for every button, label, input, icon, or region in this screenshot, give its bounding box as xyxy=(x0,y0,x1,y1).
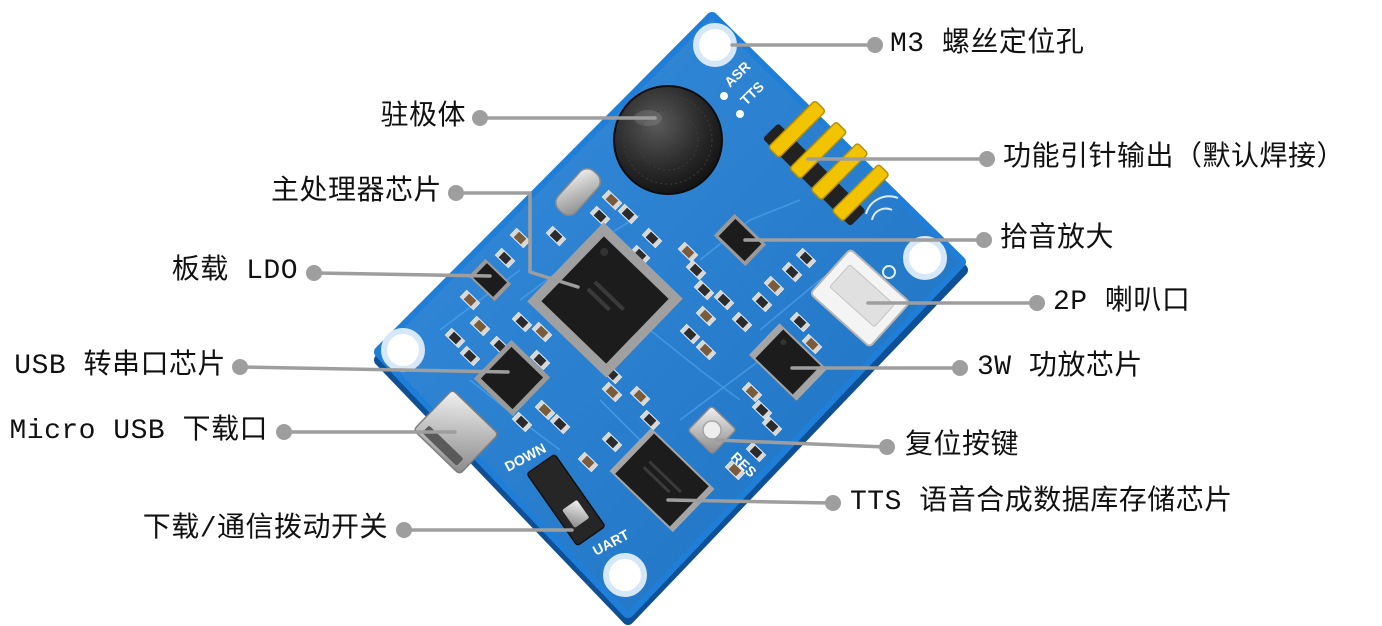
smd-component xyxy=(601,381,623,403)
smd-component xyxy=(509,227,531,249)
smd-component xyxy=(677,241,699,263)
leader-line-reset xyxy=(714,438,887,449)
smd-component xyxy=(601,431,623,453)
smd-component xyxy=(731,311,753,333)
label-mic-amp: 拾音放大 xyxy=(1000,224,1115,255)
label-mode-switch: 下载/通信拨动开关 xyxy=(142,514,388,545)
label-onboard-ldo: 板载 LDO xyxy=(171,256,298,287)
mode-switch xyxy=(527,454,605,546)
leader-dot-main-processor xyxy=(448,185,464,201)
leader-dot-mode-switch xyxy=(396,522,412,538)
label-mounting-hole: M3 螺丝定位孔 xyxy=(890,29,1085,60)
main-processor-chip xyxy=(527,222,683,378)
power-amp-chip xyxy=(748,323,828,401)
smd-component xyxy=(781,261,803,283)
smd-component xyxy=(534,399,556,421)
smd-component xyxy=(695,339,717,361)
leader-dot-tts-flash xyxy=(825,495,841,511)
mounting-hole xyxy=(603,553,647,597)
leader-line-usb-serial xyxy=(238,365,510,374)
smd-component xyxy=(617,203,639,225)
leader-dot-usb-serial xyxy=(232,359,248,375)
mounting-hole xyxy=(381,328,425,372)
header-pin xyxy=(790,122,847,179)
flash-chip xyxy=(609,427,715,533)
smd-component xyxy=(601,189,623,211)
leader-dots xyxy=(232,37,1045,538)
label-micro-usb: Micro USB 下载口 xyxy=(9,416,268,447)
label-main-processor: 主处理器芯片 xyxy=(270,177,442,208)
smd-component xyxy=(545,225,567,247)
leader-line-main-processor xyxy=(456,191,580,289)
mounting-hole xyxy=(693,23,737,67)
smd-component xyxy=(529,349,551,371)
label-pin-header: 功能引针输出（默认焊接） xyxy=(1003,143,1346,174)
leader-dot-pin-header xyxy=(979,151,995,167)
smd-component xyxy=(679,323,701,345)
leader-dot-power-amp xyxy=(952,360,968,376)
smd-component xyxy=(511,411,533,433)
ldo-regulator xyxy=(468,258,512,302)
leader-dot-mounting-hole xyxy=(867,37,883,53)
smd-component xyxy=(511,311,533,333)
electret-microphone xyxy=(613,85,723,195)
smd-component xyxy=(789,311,811,333)
smd-component xyxy=(444,327,466,349)
smd-component xyxy=(695,305,717,327)
smd-component xyxy=(724,459,746,481)
smd-component xyxy=(761,415,783,437)
tts-led xyxy=(736,110,744,118)
smd-component xyxy=(763,275,785,297)
smd-component xyxy=(693,279,715,301)
smd-component xyxy=(629,385,651,407)
smd-component xyxy=(459,345,481,367)
usb-serial-chip xyxy=(473,339,551,417)
smd-component xyxy=(745,441,767,463)
label-tts-flash: TTS 语音合成数据库存储芯片 xyxy=(850,487,1233,518)
mounting-hole xyxy=(903,236,947,280)
label-speaker-port: 2P 喇叭口 xyxy=(1053,287,1191,318)
asr-led xyxy=(720,92,728,100)
label-power-amp-chip: 3W 功放芯片 xyxy=(977,352,1143,383)
label-reset-button: 复位按键 xyxy=(905,431,1020,462)
smd-component xyxy=(639,409,661,431)
header-pin xyxy=(832,164,889,221)
smd-component xyxy=(641,227,663,249)
leader-dot-electret-mic xyxy=(472,110,488,126)
leader-dot-reset xyxy=(879,439,895,455)
label-usb-serial-chip: USB 转串口芯片 xyxy=(14,351,226,382)
leader-line-ldo xyxy=(314,271,492,278)
leader-line-tts-flash xyxy=(666,498,833,505)
smd-component xyxy=(751,291,773,313)
smd-component xyxy=(459,289,481,311)
leader-dot-micro-usb xyxy=(276,424,292,440)
speaker-symbol-icon xyxy=(865,195,899,279)
speaker-connector xyxy=(810,249,910,347)
smd-component xyxy=(741,381,763,403)
smd-component xyxy=(589,205,611,227)
smd-component xyxy=(549,413,571,435)
smd-component xyxy=(795,247,817,269)
smd-component xyxy=(494,247,516,269)
leader-lines xyxy=(238,43,1037,532)
smd-component xyxy=(713,289,735,311)
smd-component xyxy=(531,321,553,343)
smd-component xyxy=(577,451,599,473)
mic-amp-chip xyxy=(713,213,767,267)
smd-component xyxy=(469,315,491,337)
leader-dot-speaker-port xyxy=(1029,295,1045,311)
leader-dot-mic-amp xyxy=(976,232,992,248)
header-pin xyxy=(768,100,826,158)
leader-dot-ldo xyxy=(306,265,322,281)
label-electret-mic: 驻极体 xyxy=(380,102,466,133)
smd-component xyxy=(685,259,707,281)
crystal-oscillator xyxy=(555,168,601,216)
smd-component xyxy=(801,333,823,355)
